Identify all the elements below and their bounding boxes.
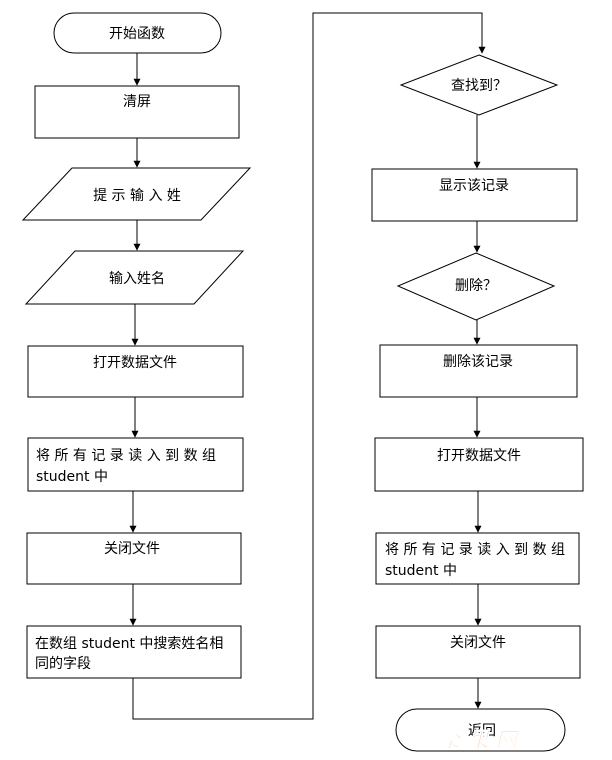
end-label: 返回 (468, 723, 496, 739)
close-file-label: 关闭文件 (104, 541, 160, 557)
open-file-label-right: 打开数据文件 (437, 447, 521, 464)
show-record-label: 显示该记录 (439, 178, 509, 194)
read-records-line-2-right: student 中 (385, 563, 457, 579)
search-process: 在数组 student 中搜索姓名相 同的字段 (26, 625, 242, 679)
close-file-process-right: 关闭文件 (375, 625, 581, 679)
show-record-process: 显示该记录 (371, 168, 578, 222)
read-records-process-right: 将 所 有 记 录 读 入 到 数 组 student 中 (375, 532, 580, 585)
input-name-io: 输入姓名 (24, 250, 245, 305)
read-records-process-left: 将 所 有 记 录 读 入 到 数 组 student 中 (27, 437, 244, 492)
open-file-process-left: 打开数据文件 (27, 345, 244, 398)
read-records-line-1: 将 所 有 记 录 读 入 到 数 组 (36, 447, 216, 464)
found-label: 查找到？ (451, 78, 507, 94)
read-records-line-1-right: 将 所 有 记 录 读 入 到 数 组 (385, 541, 565, 558)
input-name-label: 输入姓名 (109, 271, 165, 287)
delete-record-process: 删除该记录 (379, 344, 578, 398)
delete-record-label: 删除该记录 (443, 354, 513, 370)
column-connector (132, 12, 486, 720)
prompt-surname-io: 提 示 输 入 姓 (21, 167, 252, 221)
delete-decision: 删除？ (396, 252, 556, 321)
clear-screen-process: 清屏 (34, 85, 240, 139)
clear-screen-label: 清屏 (123, 94, 151, 110)
search-line-2: 同的字段 (35, 656, 91, 672)
start-terminal: 开始函数 (53, 12, 222, 54)
read-records-line-2: student 中 (36, 469, 108, 485)
search-line-1: 在数组 student 中搜索姓名相 (35, 635, 223, 652)
start-label: 开始函数 (109, 26, 165, 42)
open-file-process-right: 打开数据文件 (374, 437, 584, 492)
found-decision: 查找到？ (399, 54, 559, 116)
close-file-process-left: 关闭文件 (26, 532, 242, 585)
end-terminal: 返回 (395, 708, 566, 752)
open-file-label: 打开数据文件 (93, 354, 177, 371)
watermark-logo: 聚 果 网 (438, 728, 520, 752)
prompt-surname-label: 提 示 输 入 姓 (93, 188, 181, 204)
delete-decision-label: 删除？ (455, 278, 497, 294)
close-file-label-right: 关闭文件 (450, 635, 506, 651)
